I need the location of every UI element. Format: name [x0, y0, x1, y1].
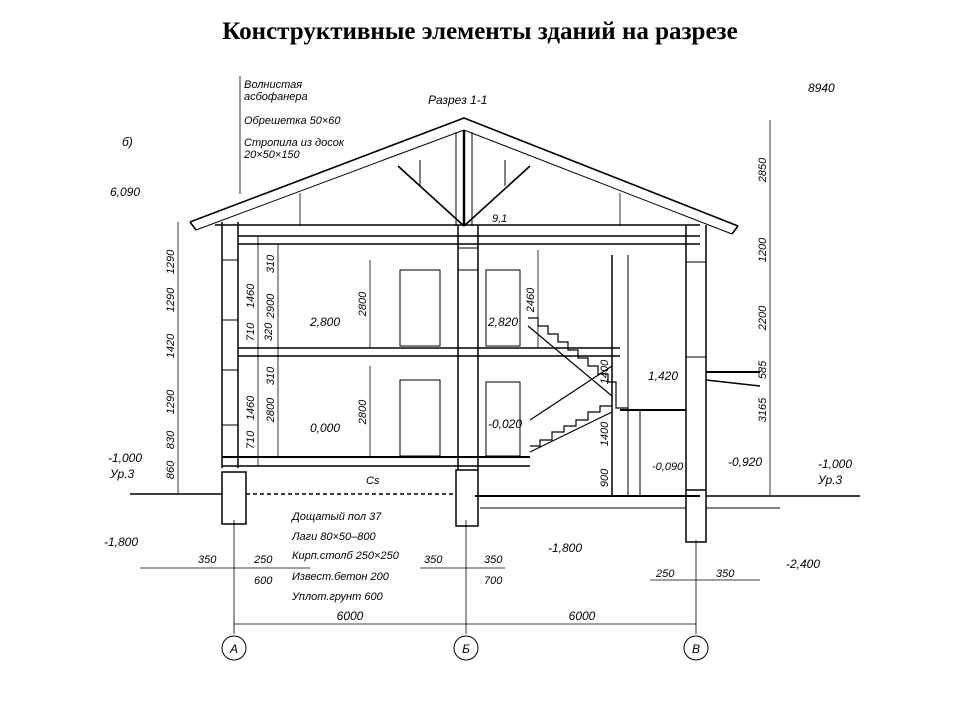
- roof-note-1: Волнистая: [244, 79, 302, 91]
- sheet-letter: б): [122, 135, 133, 149]
- dim-bottom-mid-a: 350: [424, 554, 443, 566]
- elev-ridge: 8940: [808, 81, 835, 95]
- roof-note-3: Обрешетка 50×60: [244, 115, 341, 127]
- dim-bottom-left-a: 350: [198, 554, 217, 566]
- dim-room-1: 2800: [357, 291, 369, 317]
- elev-found-mid: -1,800: [548, 541, 582, 555]
- elev-vestibule: -0,920: [728, 455, 762, 469]
- dim-left-5: 830: [165, 430, 177, 449]
- dim-left-4: 1290: [165, 389, 177, 414]
- stair-dimensions: 2460 1400 1400 900: [525, 287, 611, 487]
- walls: [221, 222, 761, 497]
- page-title: Конструктивные элементы зданий на разрез…: [222, 18, 738, 45]
- elev-ground-left: -1,000: [108, 451, 142, 465]
- dim-inner-2: 2900: [265, 293, 277, 319]
- dim-left-6: 860: [165, 460, 177, 479]
- dim-bottom-left-b: 250: [253, 554, 273, 566]
- roof: [189, 117, 739, 235]
- elev-ground-left-ur: Ур.3: [109, 467, 135, 481]
- dim-wall-2: 710: [245, 322, 257, 341]
- dim-right-4: 585: [757, 360, 769, 379]
- dim-left-2: 1290: [165, 287, 177, 312]
- dim-span-2: 6000: [569, 609, 596, 623]
- dim-bottom-right-a: 250: [655, 568, 675, 580]
- dim-wall-5: 710: [245, 430, 257, 449]
- axis-a-label: А: [229, 642, 238, 656]
- elev-floor2: 2,800: [309, 315, 340, 329]
- roof-note-2: асбофанера: [244, 91, 308, 103]
- dim-stair-1: 2460: [525, 287, 537, 313]
- floor-note-4: Извест.бетон 200: [292, 571, 390, 583]
- dim-bottom-mid-b: 350: [484, 554, 503, 566]
- dim-span-1: 6000: [337, 609, 364, 623]
- dim-inner-4: 2800: [265, 397, 277, 423]
- wall-dimensions: 1460 710 320 1460 710: [245, 283, 275, 449]
- elev-stair-mid: -0,020: [488, 417, 522, 431]
- dim-right-1: 2850: [757, 157, 769, 183]
- elev-stair-floor2: 2,820: [487, 315, 518, 329]
- dim-inner-1: 310: [265, 254, 277, 273]
- inner-dimensions: 310 2900 310 2800 2800 2800: [265, 254, 369, 425]
- axis-b: Б: [453, 635, 479, 661]
- foundations: [130, 469, 860, 543]
- dim-inner-3: 310: [265, 366, 277, 385]
- dim-stair-3: 1400: [599, 421, 611, 446]
- dim-wall-1: 1460: [245, 283, 257, 308]
- elev-found-left: -1,800: [104, 535, 138, 549]
- dim-bottom-right-b: 350: [716, 568, 735, 580]
- right-dimensions: 2850 1200 2200 585 3165: [757, 157, 769, 422]
- dim-left-3: 1420: [165, 333, 177, 358]
- elev-found-right: -2,400: [786, 557, 820, 571]
- floor-note-3: Кирп.столб 250×250: [292, 550, 400, 562]
- elev-ceiling-mark: 9,1: [492, 213, 507, 225]
- roof-notes: Волнистая асбофанера Обрешетка 50×60 Стр…: [243, 79, 345, 161]
- dim-stair-2: 1400: [599, 359, 611, 384]
- roof-note-4: Стропила из досок: [244, 137, 345, 149]
- elev-ground-right: -1,000: [818, 457, 852, 471]
- dim-left-1: 1290: [165, 249, 177, 274]
- elev-floor1: 0,000: [310, 421, 340, 435]
- dim-bottom-left-c: 600: [254, 575, 273, 587]
- axis-v-label: В: [692, 642, 700, 656]
- floor-note-2: Лаги 80×50–800: [291, 531, 377, 543]
- dimension-lines: [140, 76, 771, 634]
- dim-right-2: 1200: [757, 237, 769, 262]
- axis-b-label: Б: [462, 642, 470, 656]
- elev-eave: 6,090: [110, 185, 140, 199]
- roof-note-5: 20×50×150: [243, 149, 301, 161]
- floor-note-1: Дощатый пол 37: [290, 511, 382, 523]
- axis-a: А: [221, 635, 247, 661]
- left-dimensions: 1290 1290 1420 1290 830 860: [165, 249, 177, 479]
- elev-ground-right-ur: Ур.3: [817, 473, 843, 487]
- section-label: Разрез 1-1: [428, 93, 487, 107]
- dim-stair-4: 900: [599, 468, 611, 487]
- staircase: [527, 317, 628, 453]
- elev-lower-floor: -0,090: [652, 461, 684, 473]
- dim-bottom-mid-c: 700: [484, 575, 503, 587]
- dim-right-5: 3165: [757, 397, 769, 422]
- dim-right-3: 2200: [757, 305, 769, 331]
- dim-wall-3: 320: [263, 322, 275, 341]
- dim-room-2: 2800: [357, 399, 369, 425]
- elev-landing: 1,420: [648, 369, 678, 383]
- small-mark: Cs: [366, 475, 380, 487]
- floor-notes: Дощатый пол 37 Лаги 80×50–800 Кирп.столб…: [290, 511, 400, 603]
- axis-v: В: [683, 635, 709, 661]
- bottom-dimensions: 350 250 600 350 350 700 250 350 6000 600…: [198, 554, 735, 623]
- dim-wall-4: 1460: [245, 395, 257, 420]
- elevation-marks: 8940 6,090 -1,000 Ур.3 -1,800 -1,800 -2,…: [104, 81, 852, 571]
- floor-note-5: Уплот.грунт 600: [291, 591, 384, 603]
